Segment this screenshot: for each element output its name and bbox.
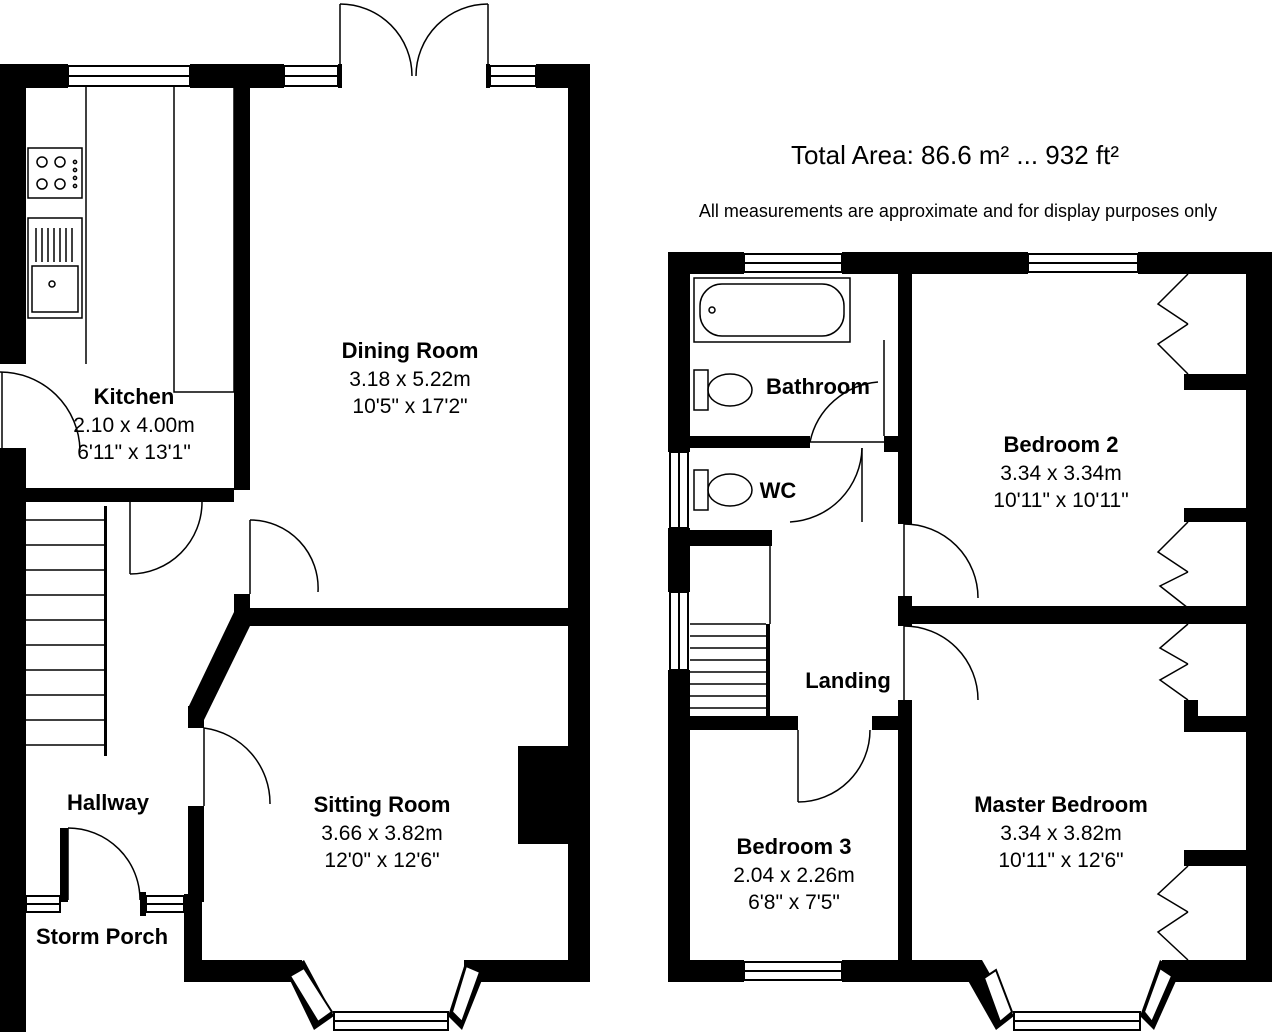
- ground-floor-doors: [67, 501, 319, 901]
- kitchen-side-door: [0, 371, 81, 451]
- room-name: Kitchen: [93, 384, 175, 409]
- room-metric: 3.66 x 3.82m: [321, 821, 443, 845]
- room-metric: 2.04 x 2.26m: [733, 863, 855, 887]
- room-name: Landing: [805, 668, 891, 693]
- room-label-landing: Landing: [790, 667, 906, 696]
- first-floor: [668, 252, 1272, 1031]
- ground-floor-stairs: [26, 519, 104, 746]
- bathroom-fittings: [693, 277, 885, 511]
- room-label-master-bedroom: Master Bedroom 3.34 x 3.82m 10'11" x 12'…: [946, 791, 1176, 874]
- disclaimer: All measurements are approximate and for…: [698, 201, 1218, 221]
- room-metric: 3.34 x 3.34m: [1000, 461, 1122, 485]
- room-label-dining: Dining Room 3.18 x 5.22m 10'5" x 17'2": [310, 337, 510, 420]
- room-name: Dining Room: [341, 338, 479, 363]
- first-floor-stairs: [690, 546, 771, 709]
- room-label-kitchen: Kitchen 2.10 x 4.00m 6'11" x 13'1": [44, 383, 224, 466]
- room-name: Sitting Room: [313, 792, 451, 817]
- ground-floor-windows: [25, 65, 537, 1031]
- room-imperial: 10'5" x 17'2": [352, 394, 468, 418]
- first-floor-windows: [669, 253, 1174, 1031]
- room-name: Bedroom 3: [736, 834, 852, 859]
- wardrobe-doors: [1156, 273, 1189, 961]
- room-name: Bathroom: [766, 374, 870, 399]
- room-imperial: 10'11" x 12'6": [998, 848, 1124, 872]
- room-name: Bedroom 2: [1003, 432, 1119, 457]
- kitchen-units: [27, 85, 235, 393]
- room-name: Hallway: [67, 790, 149, 815]
- room-imperial: 12'0" x 12'6": [324, 848, 440, 872]
- room-name: WC: [759, 478, 797, 503]
- room-metric: 3.34 x 3.82m: [1000, 821, 1122, 845]
- room-name: Master Bedroom: [974, 792, 1148, 817]
- room-label-sitting: Sitting Room 3.66 x 3.82m 12'0" x 12'6": [282, 791, 482, 874]
- room-imperial: 6'11" x 13'1": [77, 440, 191, 464]
- room-label-bedroom-3: Bedroom 3 2.04 x 2.26m 6'8" x 7'5": [704, 833, 884, 916]
- french-doors: [339, 3, 489, 77]
- room-metric: 2.10 x 4.00m: [73, 413, 195, 437]
- room-label-storm-porch: Storm Porch: [22, 923, 182, 952]
- room-label-bedroom-2: Bedroom 2 3.34 x 3.34m 10'11" x 10'11": [956, 431, 1166, 514]
- room-metric: 3.18 x 5.22m: [349, 367, 471, 391]
- room-label-bathroom: Bathroom: [754, 373, 882, 402]
- room-imperial: 6'8" x 7'5": [748, 890, 840, 914]
- total-area: Total Area: 86.6 m² ... 932 ft²: [790, 140, 1120, 170]
- room-label-hallway: Hallway: [38, 789, 178, 818]
- room-name: Storm Porch: [35, 924, 169, 949]
- ground-floor: [0, 3, 590, 1032]
- ground-floor-walls: [0, 64, 590, 1032]
- room-imperial: 10'11" x 10'11": [993, 488, 1129, 512]
- sitting-bay-wall-upper: [188, 612, 250, 720]
- first-floor-walls: [668, 252, 1272, 982]
- first-floor-doors: [789, 381, 979, 803]
- room-label-wc: WC: [752, 477, 804, 506]
